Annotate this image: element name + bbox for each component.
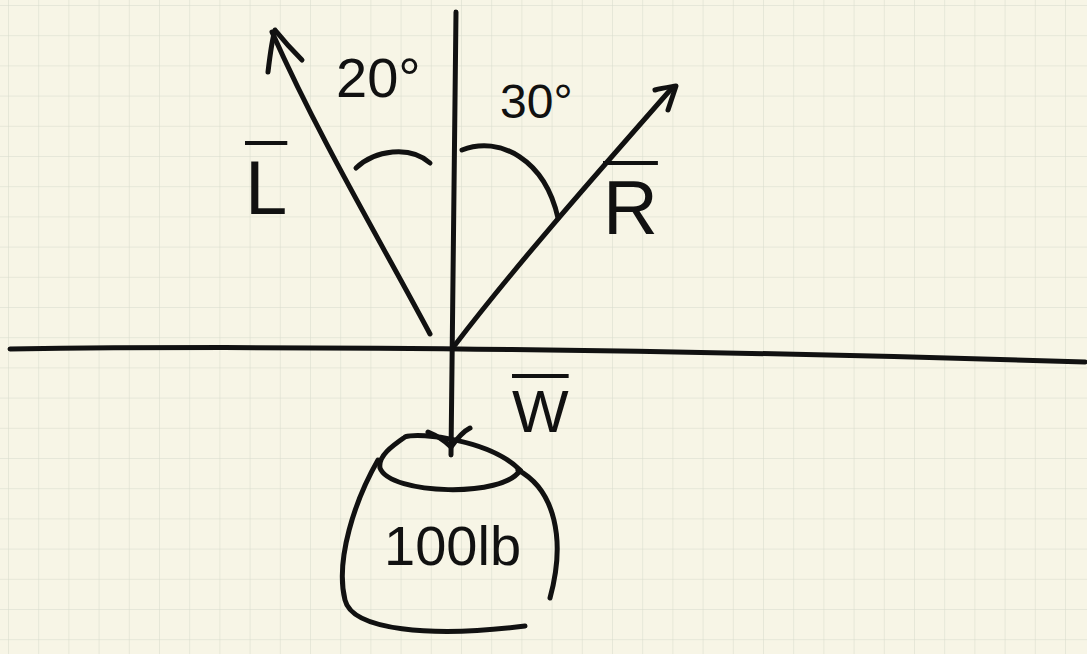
vector-label: R — [603, 170, 658, 246]
vector-label: L — [245, 150, 287, 226]
angle-label: 30° — [500, 78, 573, 126]
weight-label: 100lb — [384, 518, 521, 574]
angle-label: 20° — [336, 50, 421, 106]
weight-bag: 100lb — [335, 432, 570, 642]
vector-label: W — [512, 382, 569, 442]
